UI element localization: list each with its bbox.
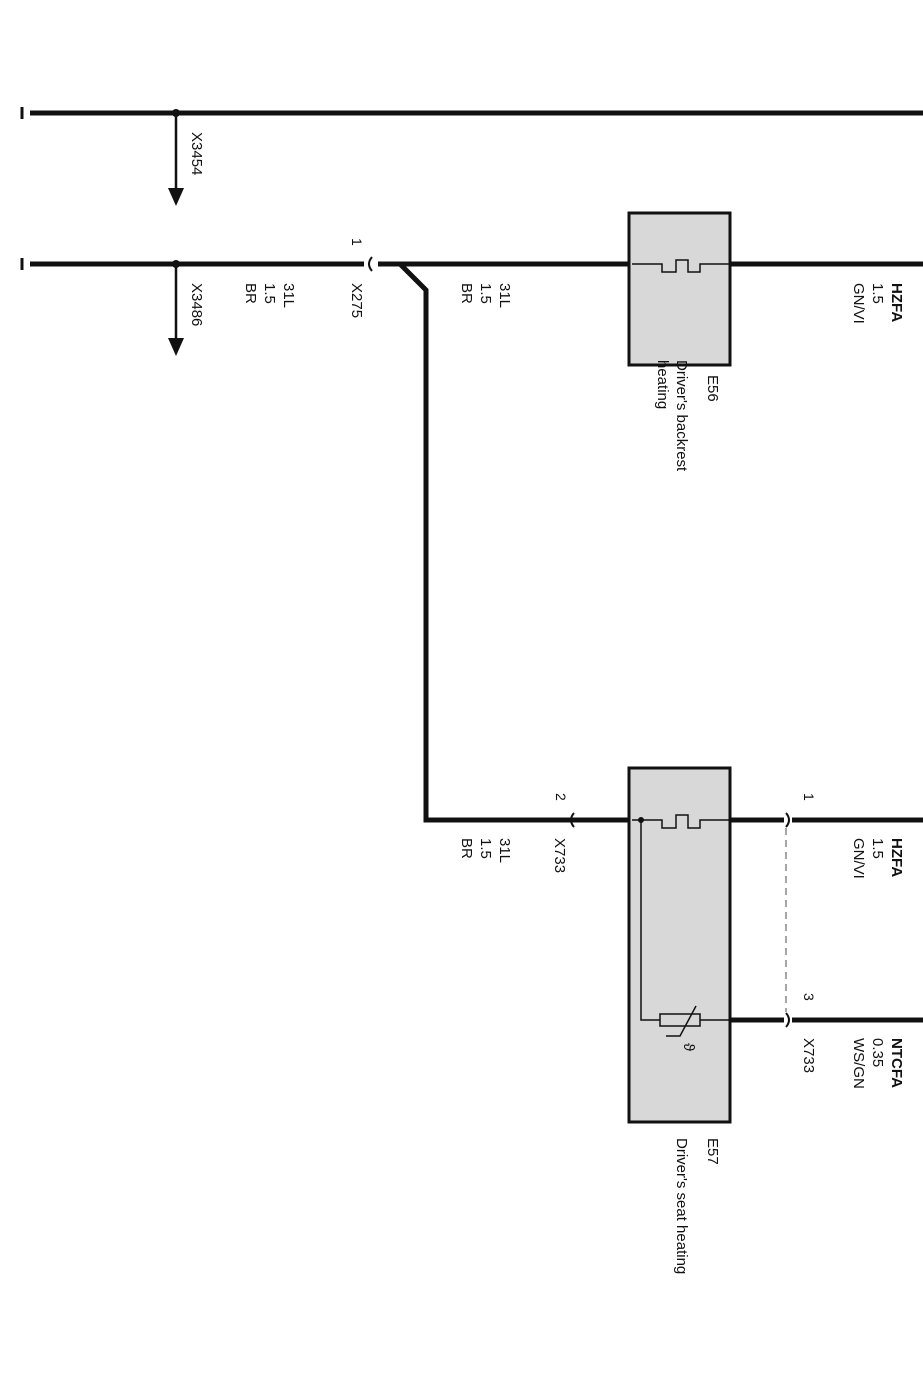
arrow-down-icon (168, 188, 184, 206)
wire-size: 1.5 (261, 283, 278, 304)
bus-line-second (20, 256, 632, 823)
connector-x275-pin (368, 256, 373, 272)
e57-name: Driver's seat heating (673, 1138, 690, 1274)
connector-x275-label: X275 (348, 283, 365, 318)
wire-color: BR (458, 838, 475, 859)
connector-x733-left-label: X733 (551, 838, 568, 873)
connector-x3486-label: X3486 (188, 283, 205, 326)
wire-code: 31L (496, 283, 513, 308)
bus-line-top (20, 107, 923, 206)
e56-name-line2: heating (654, 360, 671, 409)
arrow-down-icon (168, 338, 184, 356)
connector-x733-left-pin (570, 812, 575, 828)
wire-size: 0.35 (869, 1038, 886, 1067)
wire-color: BR (242, 283, 259, 304)
wire-size: 1.5 (869, 838, 886, 859)
wire-color: WS/GN (850, 1038, 867, 1089)
e56-id: E56 (704, 375, 721, 402)
ntc-sensor-icon (659, 1013, 701, 1027)
ntc-symbol: ϑ (680, 1043, 697, 1052)
branch-wire (398, 262, 580, 823)
wire-size: 1.5 (477, 838, 494, 859)
wire-color: GN/VI (850, 283, 867, 324)
connector-x275-pin-number: 1 (349, 238, 365, 246)
connector-x733-pin1-number: 1 (801, 793, 817, 801)
wire-code: NTCFA (888, 1038, 905, 1088)
wire-color: GN/VI (850, 838, 867, 879)
heating-element-icon (632, 259, 730, 273)
connector-x733-pin3-number: 3 (801, 993, 817, 1001)
connector-x733-left-pin-number: 2 (553, 793, 569, 801)
wire-code: 31L (496, 838, 513, 863)
component-e56 (627, 211, 732, 367)
wire-size: 1.5 (477, 283, 494, 304)
component-e57: ϑ (627, 766, 732, 1124)
wire-code: HZFA (888, 838, 905, 877)
connector-x733-pin1 (785, 812, 790, 828)
connector-x733-pin3 (785, 1012, 790, 1028)
wire-color: BR (458, 283, 475, 304)
connector-x733-right-label: X733 (800, 1038, 817, 1073)
wire-code: HZFA (888, 283, 905, 322)
wire-code: 31L (280, 283, 297, 308)
heating-element-icon (632, 814, 730, 829)
connector-x3454-label: X3454 (188, 132, 205, 175)
e57-id: E57 (704, 1138, 721, 1165)
wire-size: 1.5 (869, 283, 886, 304)
e56-name-line1: Driver's backrest (673, 360, 690, 472)
